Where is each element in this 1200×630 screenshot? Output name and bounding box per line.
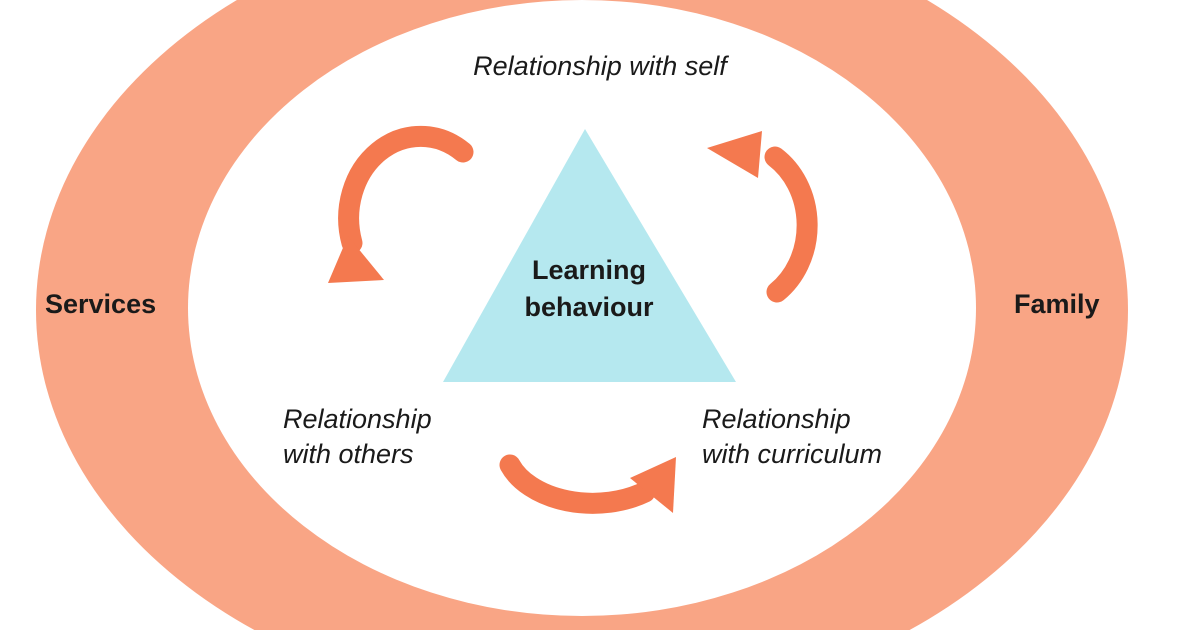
arrow-right xyxy=(707,131,818,303)
label-relationship-with-curriculum: Relationship with curriculum xyxy=(702,404,883,469)
label-relationship-with-others: Relationship with others xyxy=(283,404,432,469)
arrow-bottom xyxy=(499,454,676,514)
label-family: Family xyxy=(1014,289,1100,319)
label-learning-behaviour: Learning behaviour xyxy=(524,255,654,323)
learning-behaviour-triangle xyxy=(443,129,736,382)
arrow-left xyxy=(328,125,474,283)
label-relationship-with-self: Relationship with self xyxy=(473,51,727,81)
label-services: Services xyxy=(45,289,157,319)
